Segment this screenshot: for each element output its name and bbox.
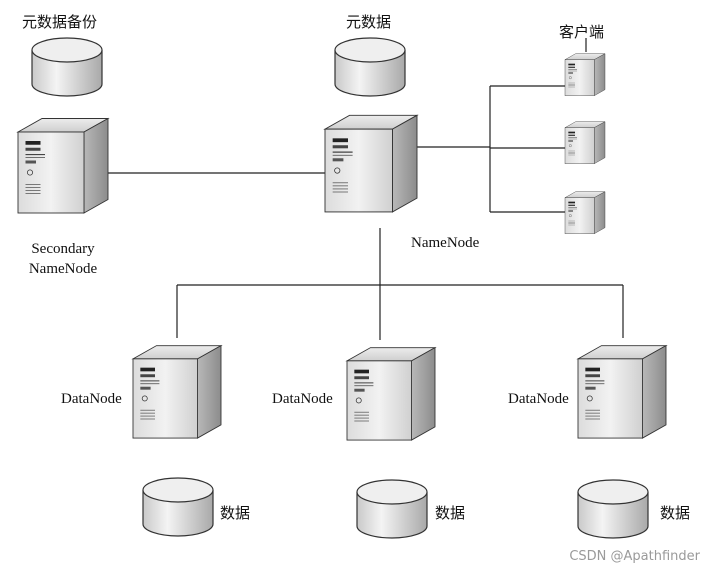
secondary-backup-database-icon [31, 37, 103, 97]
data-3-database-icon [577, 479, 649, 539]
client-2-server-icon [564, 121, 606, 164]
datanode-2-server-icon [346, 347, 436, 441]
secondary-backup-label: 元数据备份 [22, 13, 97, 31]
metadata-label: 元数据 [346, 13, 391, 31]
watermark: CSDN @Apathfinder [569, 549, 700, 564]
datanode-1-label: DataNode [61, 391, 122, 407]
datanode-2-label: DataNode [272, 391, 333, 407]
secondary-namenode-label-line1: Secondary [31, 241, 95, 257]
data-1-label: 数据 [220, 504, 250, 522]
metadata-database-icon [334, 37, 406, 97]
namenode-server-icon [324, 114, 418, 213]
connection-lines [108, 38, 624, 340]
client-1-server-icon [564, 53, 606, 96]
data-2-database-icon [356, 479, 428, 539]
data-1-database-icon [142, 477, 214, 537]
datanode-3-label: DataNode [508, 391, 569, 407]
datanode-1-server-icon [132, 345, 222, 439]
data-3-label: 数据 [660, 504, 690, 522]
clients-label: 客户端 [559, 23, 604, 41]
secondary-namenode-server-icon [17, 117, 109, 214]
data-2-label: 数据 [435, 504, 465, 522]
namenode-label: NameNode [411, 235, 480, 251]
client-3-server-icon [564, 191, 606, 234]
secondary-namenode-label-line2: NameNode [29, 261, 98, 277]
datanode-3-server-icon [577, 345, 667, 439]
